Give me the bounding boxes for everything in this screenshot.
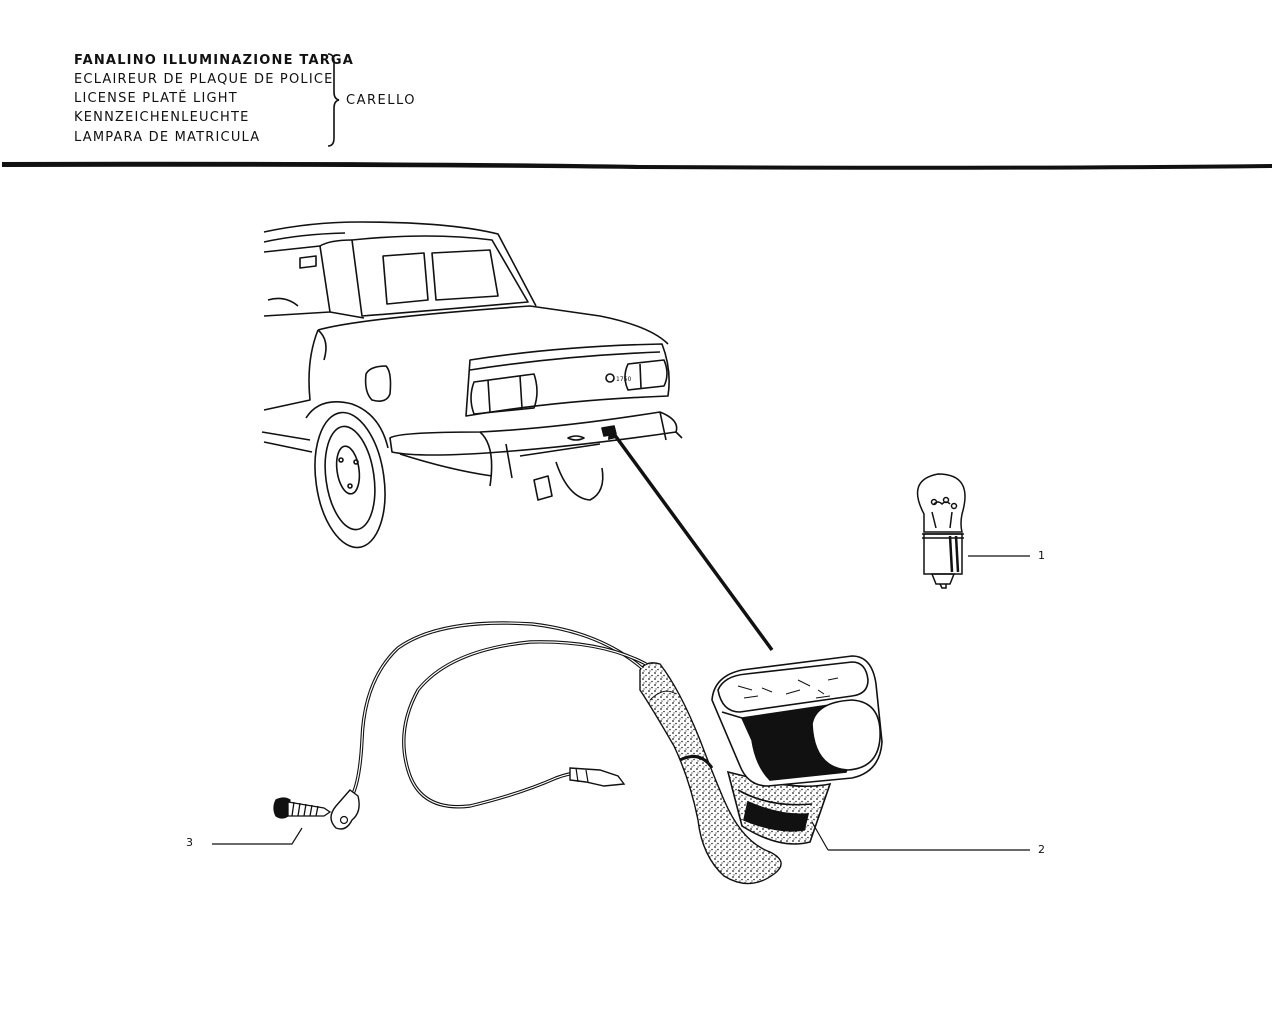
car-rear-bumper <box>389 411 678 456</box>
bulb-part-1 <box>916 473 966 589</box>
ring-terminal <box>330 789 360 830</box>
callout-line-3 <box>212 827 303 845</box>
title-french: ECLAIREUR DE PLAQUE DE POLICE <box>74 72 334 87</box>
car-exhaust-pipe <box>533 475 553 501</box>
callout-label-2: 2 <box>1038 843 1045 856</box>
assembly-leader-arrow <box>608 428 774 652</box>
header-divider <box>2 161 1272 170</box>
title-german: KENNZEICHENLEUCHTE <box>74 110 250 125</box>
car-trunk-lid <box>317 305 669 345</box>
screw-part-3 <box>273 797 332 819</box>
bulb-glass <box>916 473 966 533</box>
car-fuel-flap <box>364 365 392 402</box>
callout-label-1: 1 <box>1038 549 1045 562</box>
spade-terminal <box>569 767 626 787</box>
title-english: LICENSE PLATĚ LIGHT <box>74 91 238 106</box>
screw-head <box>273 797 291 819</box>
car-tail-light-right <box>624 359 668 391</box>
cable-grommet <box>639 662 782 885</box>
car-badge-text: 1750 <box>616 376 631 383</box>
car-rear-wheel <box>314 411 386 549</box>
callout-line-2-a <box>811 821 829 851</box>
bulb-filament <box>931 501 953 529</box>
car-rear-panel <box>465 343 670 417</box>
lamp-lens <box>717 661 869 713</box>
plate-lamp-part-2 <box>711 655 883 845</box>
title-italian: FANALINO ILLUMINAZIONE TARGA <box>74 53 355 68</box>
car-rear-window <box>351 235 529 317</box>
manufacturer-label: CARELLO <box>346 93 416 108</box>
title-spanish: LAMPARA DE MATRICULA <box>74 130 261 145</box>
car-tail-light-left <box>470 373 538 415</box>
lamp-cable-harness <box>330 621 782 885</box>
car-rear-view: 1750 <box>261 221 683 549</box>
car-roofline <box>263 221 537 307</box>
callout-label-3: 3 <box>186 836 193 849</box>
car-badge-emblem <box>605 373 615 383</box>
title-brace <box>327 53 340 147</box>
lamp-reflector <box>811 699 881 771</box>
